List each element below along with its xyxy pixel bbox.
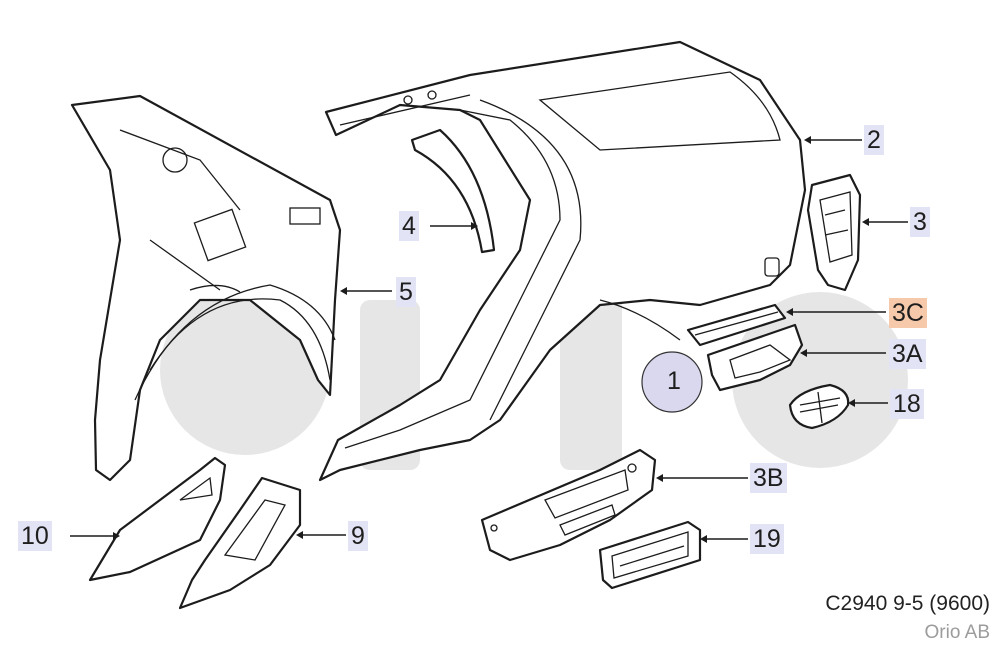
- callout-2: 2: [864, 125, 884, 155]
- callout-5: 5: [396, 277, 416, 307]
- callout-3b: 3B: [750, 463, 787, 493]
- callout-3a: 3A: [889, 339, 926, 369]
- callout-1: 1: [667, 367, 681, 395]
- callout-3c: 3C: [889, 298, 927, 328]
- part-4-strip: [410, 128, 496, 254]
- part-3c-strip: [686, 303, 787, 347]
- callout-19: 19: [750, 524, 784, 554]
- callout-9: 9: [348, 521, 368, 551]
- diagram-code: C2940 9-5 (9600): [825, 592, 990, 615]
- callout-bubble-1: [641, 351, 703, 413]
- part-18-grille: [788, 383, 850, 430]
- callout-3: 3: [910, 207, 930, 237]
- part-3a-bracket: [706, 323, 804, 392]
- callout-10: 10: [18, 521, 52, 551]
- part-10-bracket: [88, 456, 227, 582]
- part-5-inner-wheelhouse: [70, 94, 342, 482]
- part-19-plate: [598, 520, 702, 590]
- callout-4: 4: [399, 211, 419, 241]
- part-3b-lower-panel: [480, 448, 657, 562]
- leader-lines: [70, 136, 908, 543]
- part-9-bracket: [178, 476, 302, 610]
- callout-18: 18: [890, 389, 924, 419]
- part-2-side-panel: [318, 40, 807, 482]
- maker-credit: Orio AB: [924, 622, 990, 643]
- part-3-pillar-piece: [806, 173, 862, 292]
